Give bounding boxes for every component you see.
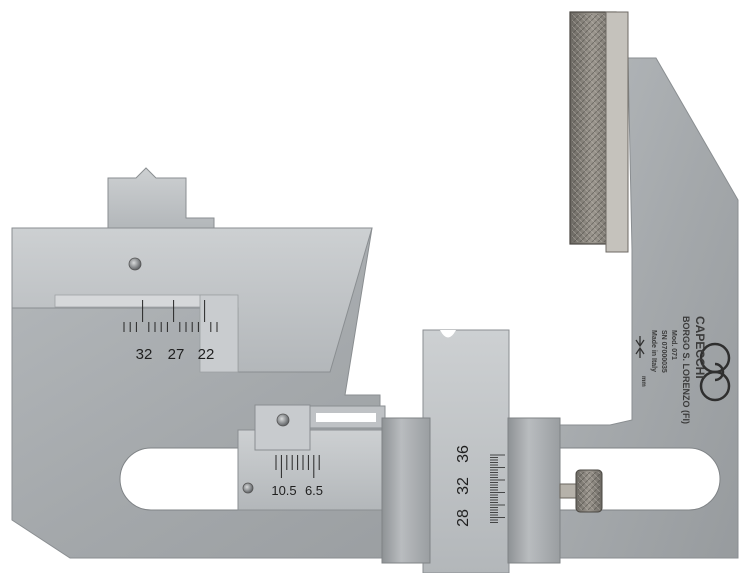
top-tab — [107, 167, 215, 229]
capecchi-logo-icon — [699, 342, 731, 402]
lower-bridge-window — [316, 413, 376, 422]
screw-upper — [128, 257, 142, 271]
upper-scale-label-32: 32 — [136, 346, 153, 363]
vertical-scale-label-36: 36 — [455, 445, 472, 463]
vertical-scale-ticks — [490, 454, 505, 523]
thumb-screw-texture — [578, 472, 600, 510]
screw-lower — [242, 482, 254, 494]
engraving-origin: Made in Italy — [650, 330, 657, 372]
upper-scale-label-27: 27 — [168, 346, 185, 363]
engraving-block: CAPECCHI — [693, 316, 707, 379]
engraving-serial: SN 07000035 — [660, 330, 667, 373]
knurled-jaw-plate — [605, 11, 629, 253]
right-jaw — [507, 417, 561, 564]
lower-scale-ticks — [275, 455, 320, 478]
engraving-model: Mod. 071 — [670, 330, 677, 360]
lower-scale-label-6-5: 6.5 — [305, 483, 323, 498]
left-jaw — [381, 417, 431, 564]
engraving-unit: mm — [640, 376, 646, 387]
caliper-arrows-icon — [635, 336, 645, 358]
center-post-notch — [440, 330, 456, 338]
lower-slider-block — [254, 404, 311, 451]
upper-slider-step — [199, 294, 239, 373]
center-post — [422, 329, 510, 573]
thumb-screw-shaft — [559, 483, 579, 499]
vertical-scale-label-32: 32 — [455, 477, 472, 495]
lower-scale-label-10-5: 10.5 — [271, 483, 296, 498]
upper-scale-ticks — [123, 300, 218, 332]
upper-scale-label-22: 22 — [198, 346, 215, 363]
screw-middle — [276, 413, 290, 427]
engraving-brand: CAPECCHI — [693, 316, 707, 379]
vertical-scale-label-28: 28 — [455, 509, 472, 527]
engraving-city: BORGO S. LORENZO (FI) — [681, 316, 691, 424]
